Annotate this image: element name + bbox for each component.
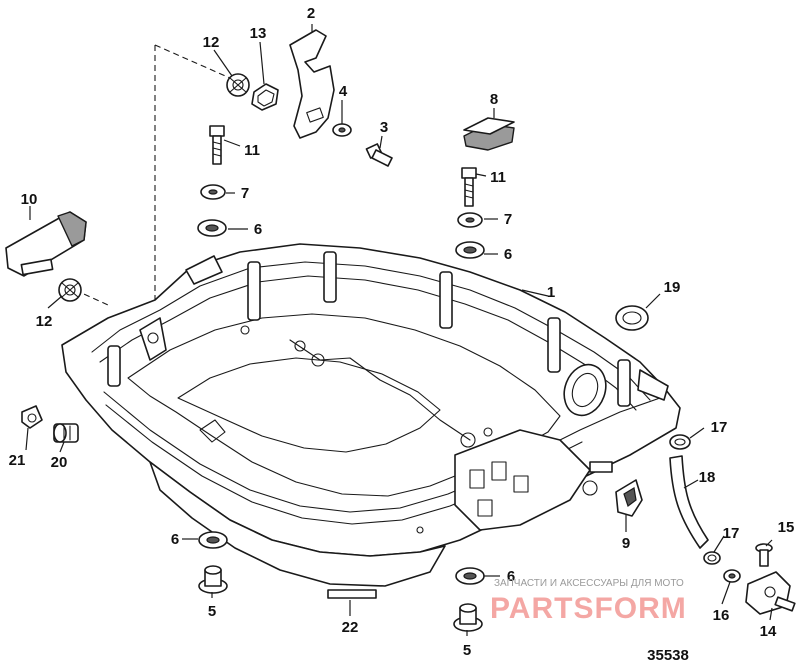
plug-20 [53, 423, 79, 443]
watermark: ЗАПЧАСТИ И АКСЕССУАРЫ ДЛЯ МОТО PARTSFORM [490, 578, 687, 625]
watermark-brand: PARTSFORM [490, 592, 687, 625]
label-22 [327, 589, 377, 599]
callout-17-bottom: 17 [723, 525, 740, 542]
watermark-tagline: ЗАПЧАСТИ И АКСЕССУАРЫ ДЛЯ МОТО [494, 578, 684, 589]
clamp-17-bottom [703, 551, 721, 565]
callout-15: 15 [778, 519, 795, 536]
figure-number: 35538 [647, 647, 689, 664]
callout-5-right: 5 [463, 642, 471, 659]
bottom-cowl [61, 243, 681, 587]
fitting-14 [745, 571, 796, 615]
callout-8: 8 [490, 91, 498, 108]
callout-19: 19 [664, 279, 681, 296]
callout-11-right: 11 [490, 169, 506, 186]
callout-7-right: 7 [504, 211, 512, 228]
handle-10 [5, 211, 87, 277]
grommet-19 [615, 305, 649, 331]
callout-14: 14 [760, 623, 777, 640]
pad-8 [463, 117, 515, 151]
callout-3: 3 [380, 119, 388, 136]
latch-plate [289, 29, 335, 139]
callout-16: 16 [713, 607, 730, 624]
callout-9: 9 [622, 535, 630, 552]
callout-12-left: 12 [36, 313, 53, 330]
washer-16 [723, 569, 741, 583]
callout-7-left: 7 [241, 185, 249, 202]
leader-lines [25, 24, 773, 636]
screw-3 [365, 143, 393, 167]
callout-5-left: 5 [208, 603, 216, 620]
seal-13 [251, 83, 279, 111]
bolt-11-left [209, 125, 225, 165]
callout-12-top: 12 [203, 34, 220, 51]
callout-labels: 1 2 3 4 5 5 6 6 6 6 7 7 8 9 10 11 11 12 … [9, 5, 795, 659]
callout-2: 2 [307, 5, 315, 22]
callout-6-bottom-left: 6 [171, 531, 179, 548]
callout-11-left: 11 [244, 142, 260, 159]
stud-5-right [453, 603, 483, 632]
clip-12-top [226, 73, 250, 97]
callout-18: 18 [699, 469, 716, 486]
clamp-17-top [669, 434, 691, 450]
callout-6-right: 6 [504, 246, 512, 263]
callout-21: 21 [9, 452, 26, 469]
stud-5-left [198, 565, 228, 594]
callout-10: 10 [21, 191, 38, 208]
screw-15 [755, 543, 773, 567]
callout-1: 1 [547, 284, 555, 301]
hose-18 [669, 455, 709, 549]
callout-6-bottom-right: 6 [507, 568, 515, 585]
clip-21 [21, 405, 43, 429]
callout-6-left: 6 [254, 221, 262, 238]
clip-12-left [58, 278, 82, 302]
bolt-11-right [461, 167, 477, 207]
callout-20: 20 [51, 454, 68, 471]
callout-17-top: 17 [711, 419, 728, 436]
callout-4: 4 [339, 83, 348, 100]
callout-13: 13 [250, 25, 267, 42]
callout-22: 22 [342, 619, 359, 636]
